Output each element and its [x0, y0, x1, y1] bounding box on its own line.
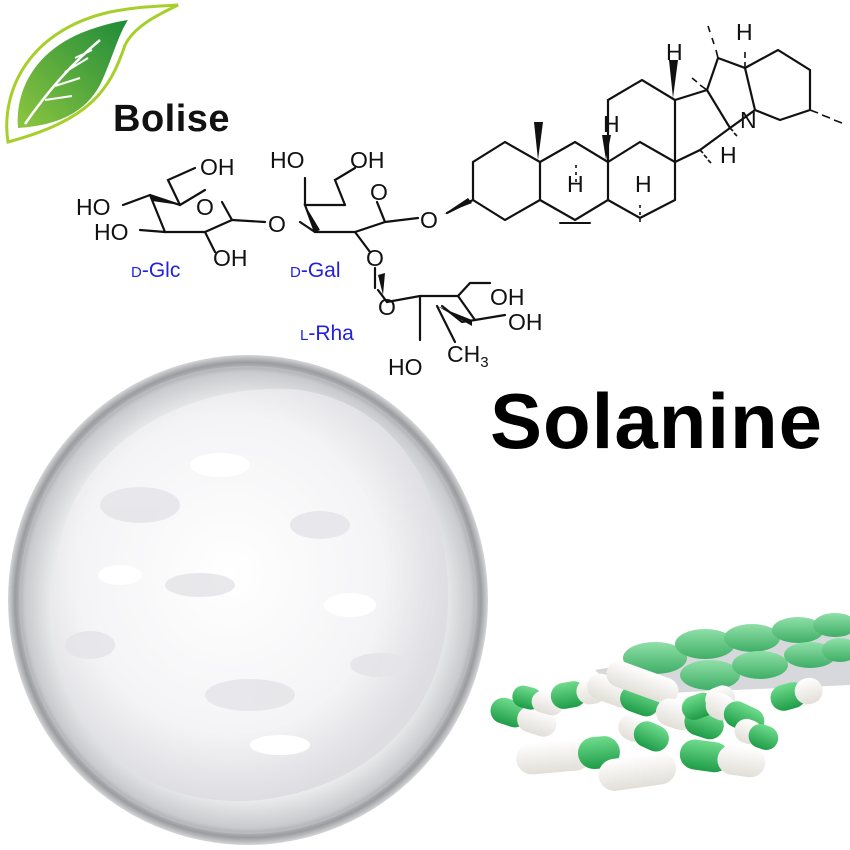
atom-oh-rha-4: OH	[490, 284, 525, 310]
atom-oh-glc-6: OH	[200, 154, 235, 180]
atom-methyl-rha: CH3	[447, 341, 489, 371]
atom-oh-rha-3: OH	[508, 309, 543, 335]
atom-oh-glc-2: OH	[213, 245, 248, 271]
bolise-leaf-logo	[5, 3, 179, 144]
capsules-tablets-image	[490, 613, 850, 791]
atom-ho-gal-4: HO	[270, 147, 305, 173]
atom-o-glycosidic-1: O	[268, 211, 286, 237]
product-title: Solanine	[490, 377, 824, 465]
sugar-label-glucose: D-Glc	[131, 259, 180, 282]
atom-h-22: H	[736, 19, 753, 45]
atom-o-glc-ring: O	[196, 194, 214, 220]
atom-ho-rha-2: HO	[388, 354, 423, 380]
atom-n: N	[740, 107, 757, 133]
brand-name: Bolise	[113, 98, 231, 140]
leaf-icon	[5, 3, 179, 144]
powder-petri-dish-image	[8, 355, 488, 845]
atom-h-9: H	[567, 171, 584, 197]
atom-ho-glc-3: HO	[94, 219, 129, 245]
atom-h-16b: H	[720, 142, 737, 168]
sugar-label-rhamnose: L-Rha	[300, 322, 354, 345]
atom-oh-gal-6: OH	[350, 147, 385, 173]
atom-h-14: H	[635, 171, 652, 197]
atom-o-glycosidic-2: O	[366, 245, 384, 271]
atom-o-rha-ring: O	[378, 294, 396, 320]
atom-o-gal-ring: O	[370, 179, 388, 205]
atom-h-8: H	[603, 111, 620, 137]
sugar-label-galactose: D-Gal	[290, 259, 341, 282]
solanine-chemical-structure: OH O HO HO OH O HO OH O O O O OH OH HO C…	[76, 19, 843, 380]
atom-ho-glc-4: HO	[76, 194, 111, 220]
atom-h-16: H	[666, 39, 683, 65]
atom-o-aglycone: O	[420, 207, 438, 233]
